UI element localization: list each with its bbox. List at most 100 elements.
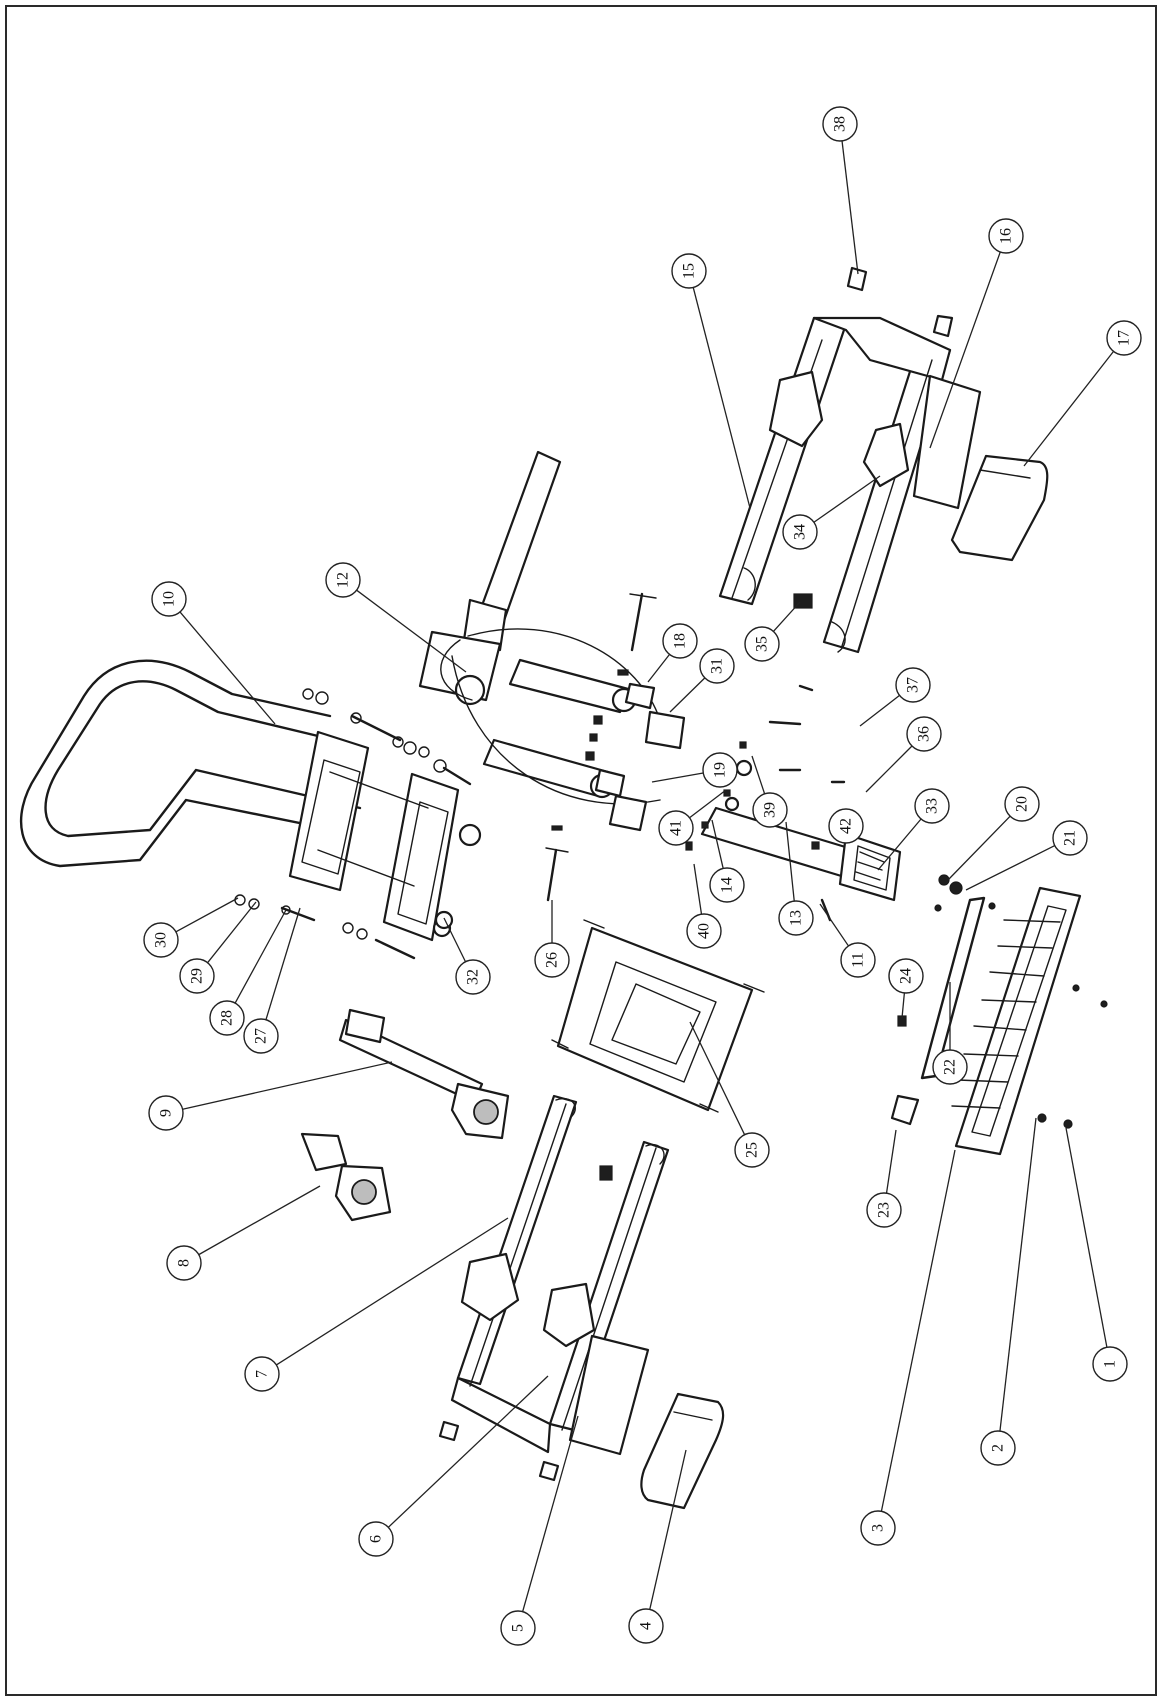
callout-circle xyxy=(778,900,814,936)
leader-line-21 xyxy=(965,845,1056,891)
leader-line-7 xyxy=(276,1217,509,1366)
callout-33: 33 xyxy=(914,788,950,824)
callout-circle xyxy=(1004,786,1040,822)
callout-circle xyxy=(209,1000,245,1036)
callout-26: 26 xyxy=(534,942,570,978)
callout-circle xyxy=(179,958,215,994)
callout-label: 4 xyxy=(638,1622,655,1630)
callout-label: 16 xyxy=(998,228,1015,244)
leader-line-1 xyxy=(1065,1127,1108,1348)
callout-22: 22 xyxy=(932,1049,968,1085)
left-cap-drawing xyxy=(640,1392,725,1510)
callout-label: 14 xyxy=(719,877,736,893)
callout-circle xyxy=(662,623,698,659)
callout-16: 16 xyxy=(988,218,1024,254)
callout-circle xyxy=(906,716,942,752)
callout-label: 10 xyxy=(161,591,178,607)
callout-circle xyxy=(325,562,361,598)
leader-line-30 xyxy=(175,897,239,933)
leader-line-27 xyxy=(265,907,301,1020)
callout-label: 38 xyxy=(832,116,849,132)
leader-line-10 xyxy=(179,611,276,725)
callout-circle xyxy=(866,1192,902,1228)
callout-5: 5 xyxy=(500,1610,536,1646)
callout-label: 36 xyxy=(916,726,933,742)
callout-1: 1 xyxy=(1092,1346,1128,1382)
callout-18: 18 xyxy=(662,623,698,659)
callout-label: 17 xyxy=(1116,330,1133,346)
leader-line-14 xyxy=(711,819,724,869)
callout-21: 21 xyxy=(1052,820,1088,856)
callout-circle xyxy=(702,752,738,788)
leader-line-39 xyxy=(751,755,766,795)
callout-label: 28 xyxy=(219,1010,236,1026)
callout-39: 39 xyxy=(752,792,788,828)
callout-label: 7 xyxy=(254,1370,271,1378)
callout-label: 2 xyxy=(990,1444,1007,1452)
leader-line-35 xyxy=(772,601,801,632)
callout-35: 35 xyxy=(744,626,780,662)
left-arm-drawing xyxy=(438,1094,670,1482)
callout-24: 24 xyxy=(888,958,924,994)
callout-circle xyxy=(860,1510,896,1546)
callout-label: 23 xyxy=(876,1202,893,1218)
callout-circle xyxy=(166,1245,202,1281)
callout-label: 12 xyxy=(335,572,352,588)
callout-36: 36 xyxy=(906,716,942,752)
callout-circle xyxy=(932,1049,968,1085)
callout-label: 22 xyxy=(942,1059,959,1075)
callout-circle xyxy=(744,626,780,662)
callout-34: 34 xyxy=(782,514,818,550)
callout-label: 3 xyxy=(870,1524,887,1532)
callout-circle xyxy=(895,667,931,703)
leader-line-16 xyxy=(929,251,1001,449)
leader-line-31 xyxy=(669,677,706,713)
callout-label: 31 xyxy=(709,658,726,674)
leader-line-32 xyxy=(443,917,467,963)
callout-label: 20 xyxy=(1014,796,1031,812)
callout-label: 35 xyxy=(754,636,771,652)
leader-line-11 xyxy=(819,903,849,947)
callout-circle xyxy=(148,1095,184,1131)
callout-25: 25 xyxy=(734,1132,770,1168)
callout-circle xyxy=(151,581,187,617)
callout-circle xyxy=(244,1356,280,1392)
callout-label: 24 xyxy=(898,968,915,984)
bolt-hardware-drawing xyxy=(234,688,472,960)
callout-circle xyxy=(699,648,735,684)
callout-label: 19 xyxy=(712,762,729,778)
leader-line-5 xyxy=(522,1415,579,1612)
callout-41: 41 xyxy=(658,810,694,846)
crossbar-plate-drawing xyxy=(288,730,482,942)
fittings-drawing xyxy=(545,592,686,902)
callout-19: 19 xyxy=(702,752,738,788)
callout-label: 32 xyxy=(465,969,482,985)
callout-circle xyxy=(752,792,788,828)
right-cap-drawing xyxy=(950,454,1049,562)
leader-line-28 xyxy=(234,909,287,1004)
callout-circle xyxy=(500,1610,536,1646)
callout-label: 27 xyxy=(253,1028,270,1044)
leader-line-8 xyxy=(198,1185,321,1256)
leader-line-19 xyxy=(651,772,704,783)
callout-circle xyxy=(914,788,950,824)
callout-circle xyxy=(1106,320,1142,356)
callout-circle xyxy=(658,810,694,846)
leader-line-38 xyxy=(841,140,859,275)
callout-label: 42 xyxy=(838,818,855,834)
callout-circle xyxy=(988,218,1024,254)
leader-line-37 xyxy=(859,694,900,727)
callout-13: 13 xyxy=(778,900,814,936)
callout-27: 27 xyxy=(243,1018,279,1054)
callout-2: 2 xyxy=(980,1430,1016,1466)
callout-38: 38 xyxy=(822,106,858,142)
callout-label: 1 xyxy=(1102,1360,1119,1368)
callout-label: 5 xyxy=(510,1624,527,1632)
callout-circle xyxy=(980,1430,1016,1466)
leader-line-25 xyxy=(689,1021,746,1135)
callout-label: 33 xyxy=(924,798,941,814)
handlebar-loop-drawing xyxy=(20,659,362,868)
callout-circle xyxy=(1052,820,1088,856)
callout-4: 4 xyxy=(628,1608,664,1644)
